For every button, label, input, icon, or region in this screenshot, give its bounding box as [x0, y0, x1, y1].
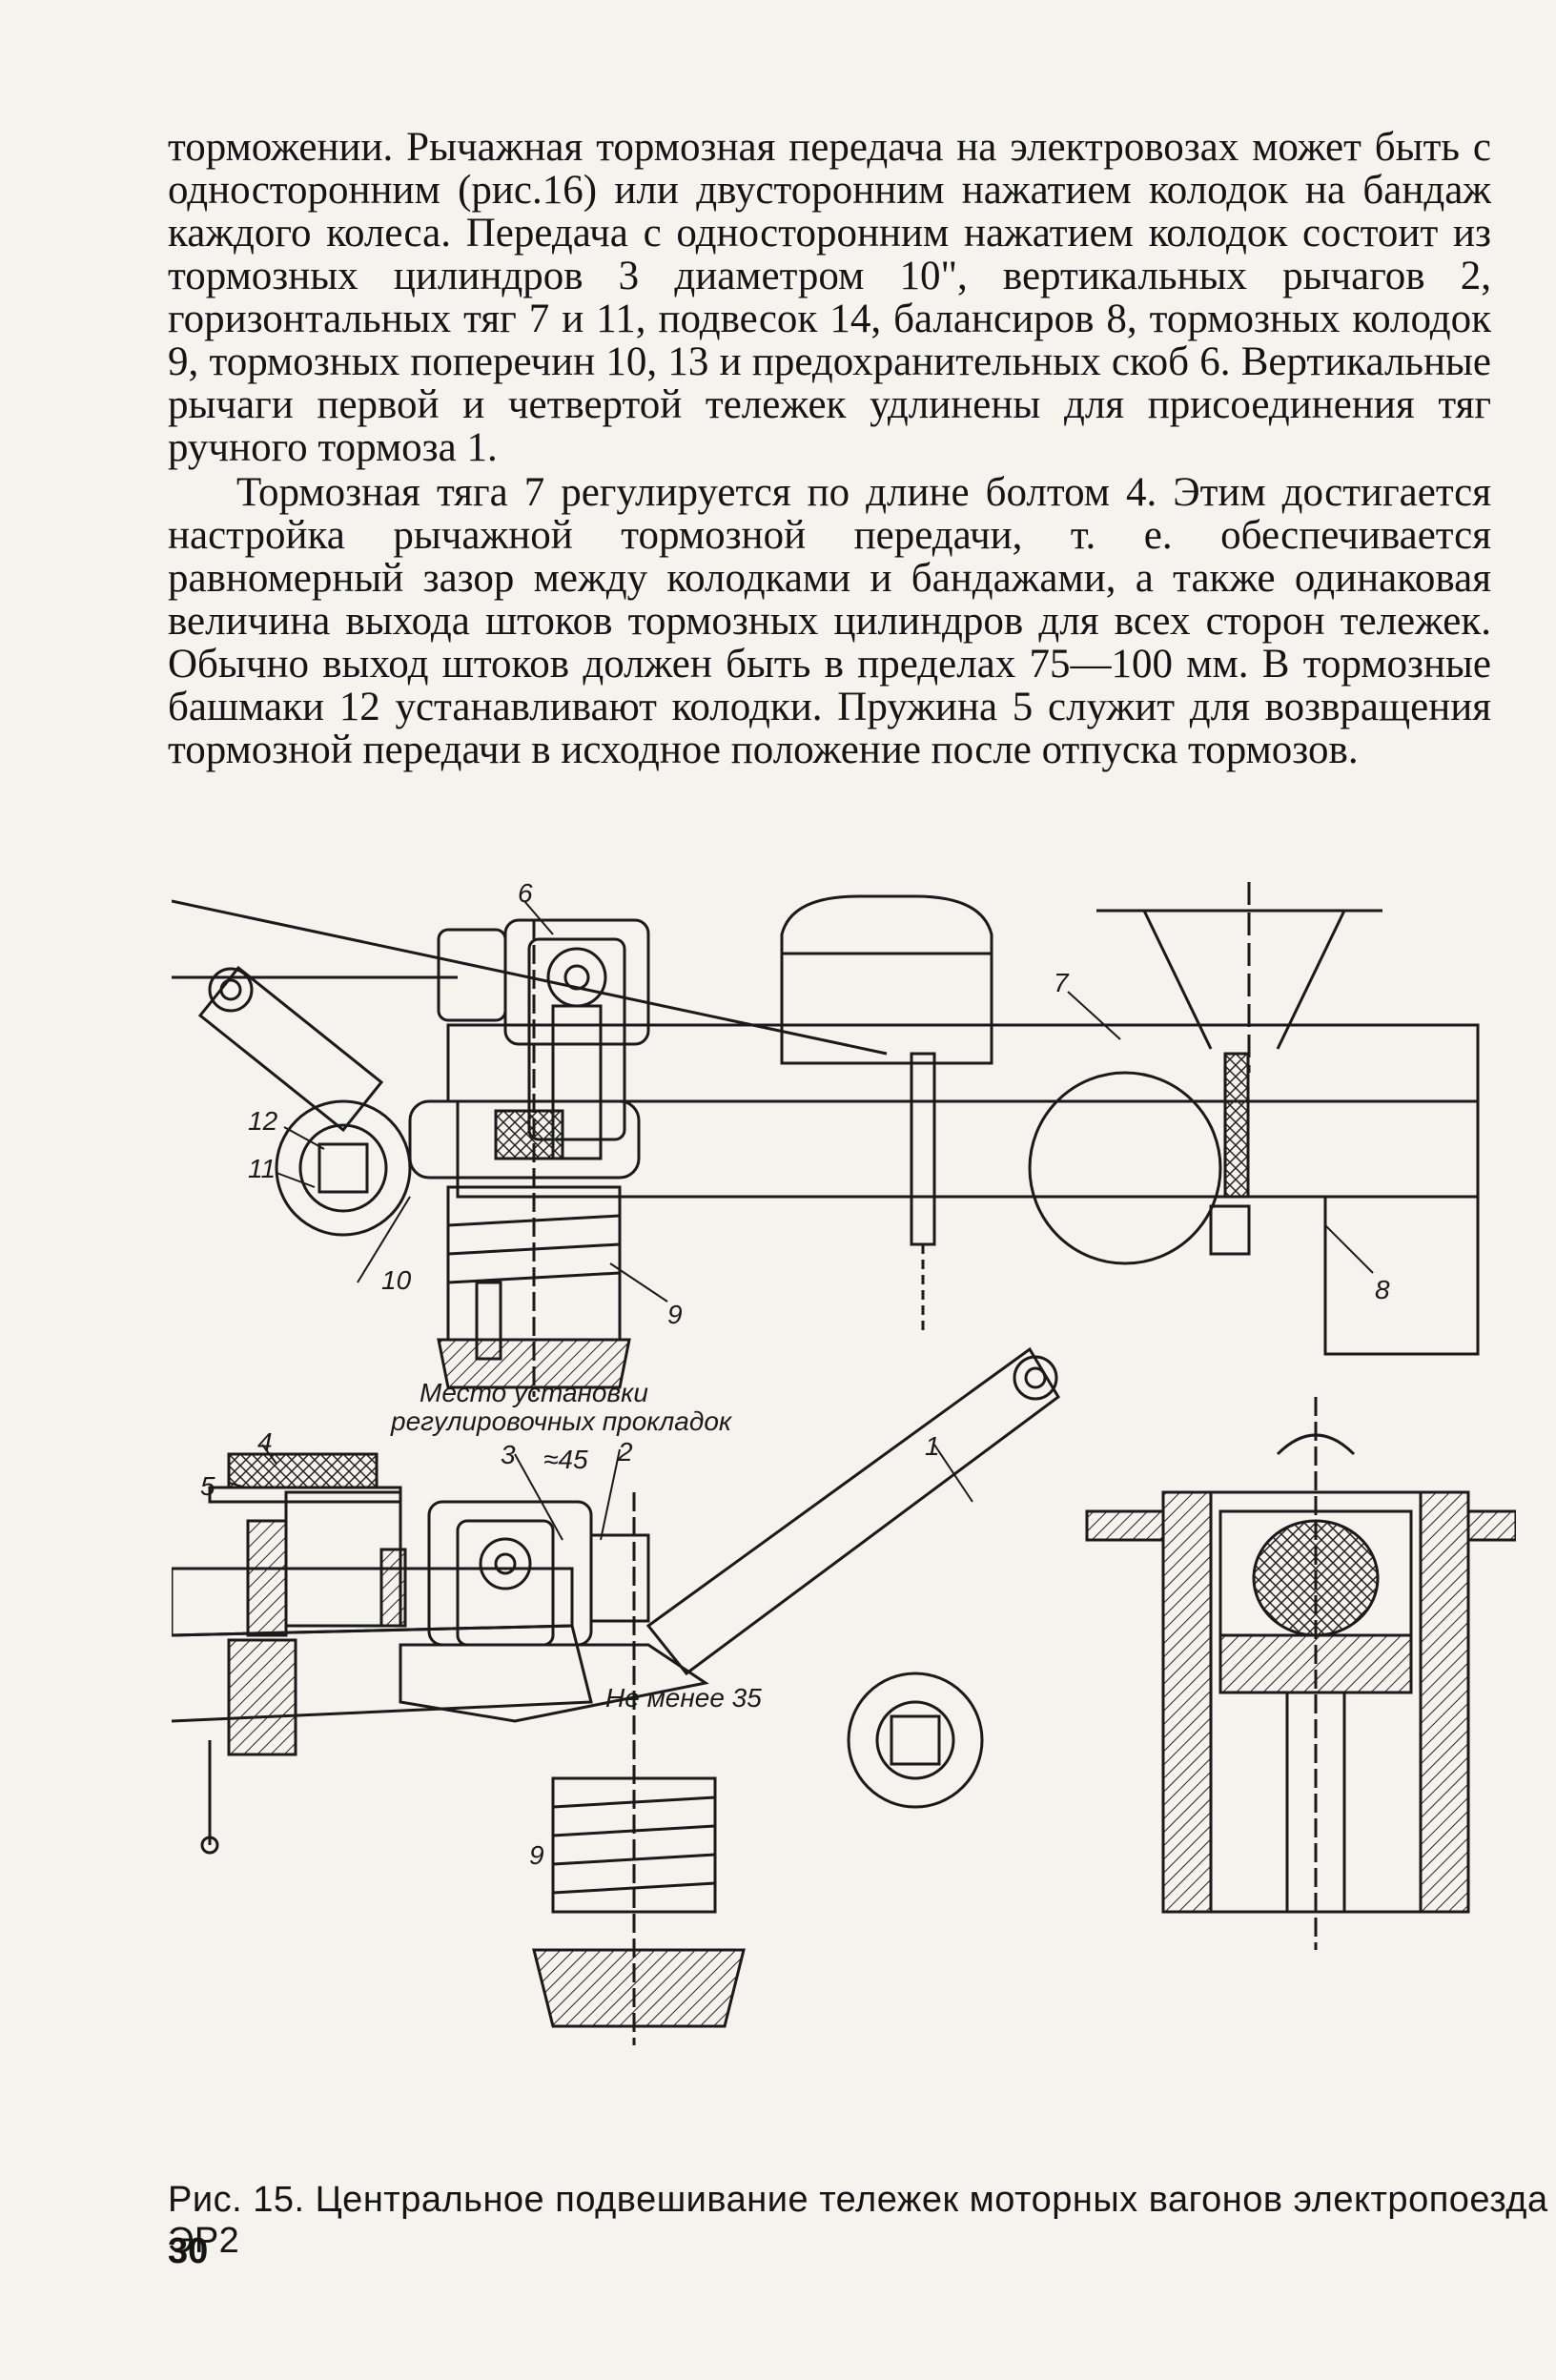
- label-6: 6: [518, 878, 533, 908]
- shock-absorber-bottom: [645, 1346, 1060, 1676]
- label-9-top: 9: [667, 1300, 683, 1329]
- figure-caption: Рис. 15. Центральное подвешивание тележе…: [168, 2180, 1548, 2261]
- top-bracket: [780, 894, 993, 955]
- funnel: [1096, 909, 1382, 1050]
- label-7: 7: [1054, 968, 1069, 997]
- label-45: ≈45: [543, 1445, 588, 1474]
- paragraph-2: Тормозная тяга 7 регулируется по длине б…: [168, 471, 1491, 771]
- label-10: 10: [381, 1265, 412, 1295]
- label-1: 1: [925, 1431, 940, 1461]
- paragraph-1-text: торможении. Рычажная тормозная передача …: [168, 125, 1491, 470]
- label-11: 11: [248, 1154, 276, 1183]
- lower-left-column: [227, 1638, 297, 1756]
- pad-block-8: [1223, 1052, 1250, 1199]
- label-8: 8: [1375, 1275, 1390, 1304]
- cylinder-head: [437, 928, 507, 1022]
- vertical-rod: [910, 1052, 936, 1246]
- lower-eye: [847, 1672, 984, 1809]
- spring-cup-top: [437, 1338, 631, 1389]
- paragraph-1: торможении. Рычажная тормозная передача …: [168, 126, 1491, 469]
- lower-link: [399, 1643, 709, 1723]
- label-3: 3: [501, 1440, 516, 1469]
- spring-cup-lower: [532, 1948, 746, 2028]
- label-2: 2: [618, 1437, 633, 1467]
- wheel-circle: [1028, 1071, 1222, 1265]
- paragraph-2-text: Тормозная тяга 7 регулируется по длине б…: [168, 470, 1491, 772]
- label-not-less-35: Не менее 35: [605, 1683, 762, 1713]
- label-9-bottom: 9: [529, 1840, 544, 1870]
- label-4: 4: [257, 1427, 273, 1457]
- technical-drawing: 6 7 12 11 10 9 8 Место установки регулир…: [170, 878, 1518, 2160]
- regulating-pads: [227, 1452, 379, 1489]
- label-12: 12: [248, 1106, 278, 1136]
- lever-eye: [275, 1099, 412, 1237]
- label-mesto-1: Место установки: [420, 1378, 648, 1407]
- shock-absorber-top: [197, 965, 384, 1133]
- label-mesto-2: регулировочных прокладок: [391, 1406, 732, 1436]
- shock-eye-top: [208, 967, 254, 1013]
- frame-right-column: [1323, 1195, 1480, 1356]
- page-number: 30: [168, 2231, 209, 2271]
- suspension-drawing-svg: [170, 882, 1518, 2045]
- label-5: 5: [200, 1471, 215, 1501]
